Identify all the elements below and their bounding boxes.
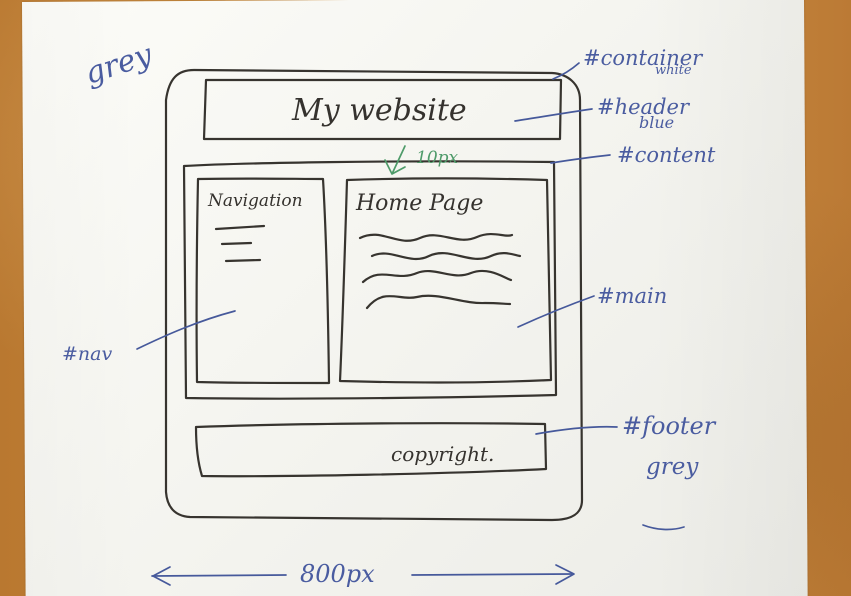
- content-wave-4: [365, 294, 512, 310]
- header-box: [202, 78, 563, 141]
- header-label: #header: [597, 95, 691, 119]
- spacing-arrow-icon: [384, 145, 406, 175]
- width-arrow-left: [151, 574, 287, 577]
- footer-box: [194, 422, 548, 478]
- nav-line-1: [214, 224, 266, 231]
- width-arrow-right-head: [555, 564, 575, 585]
- width-note: 800px: [300, 560, 375, 588]
- content-pointer-line: [550, 154, 611, 164]
- nav-box: [195, 177, 331, 385]
- navigation-title: Navigation: [207, 191, 303, 211]
- container-pointer-line: [552, 62, 580, 80]
- main-label: #main: [597, 284, 667, 308]
- width-arrow-right: [411, 573, 574, 576]
- header-sublabel: blue: [639, 113, 674, 132]
- content-wave-3: [361, 269, 513, 284]
- spacing-note: 10px: [416, 148, 459, 168]
- width-arrow-left-head: [152, 566, 171, 586]
- background-note: grey: [81, 37, 158, 92]
- footer-label: #footer: [622, 412, 717, 440]
- main-pointer-line: [517, 295, 595, 328]
- nav-line-2: [220, 241, 253, 246]
- footer-text: copyright.: [391, 442, 494, 466]
- content-wave-2: [370, 252, 522, 261]
- content-box: [182, 160, 558, 400]
- nav-pointer-line: [136, 310, 236, 350]
- content-wave-1: [358, 232, 514, 242]
- bottom-right-mark: [642, 524, 685, 531]
- header-text: My website: [291, 93, 467, 128]
- container-label: #container: [583, 46, 704, 70]
- content-label: #content: [617, 143, 716, 167]
- wireframe-drawing: My website Navigation Home Page copyrigh…: [164, 68, 584, 522]
- nav-line-3: [224, 258, 262, 263]
- container-sublabel: white: [655, 63, 692, 78]
- main-title: Home Page: [355, 191, 483, 216]
- footer-pointer-line: [535, 425, 618, 435]
- green-annotation: 10px: [384, 145, 459, 175]
- header-pointer-line: [514, 108, 593, 122]
- nav-label: #nav: [62, 343, 112, 365]
- container-outline: [164, 68, 584, 522]
- footer-sublabel: grey: [646, 454, 699, 480]
- main-box: [338, 177, 553, 384]
